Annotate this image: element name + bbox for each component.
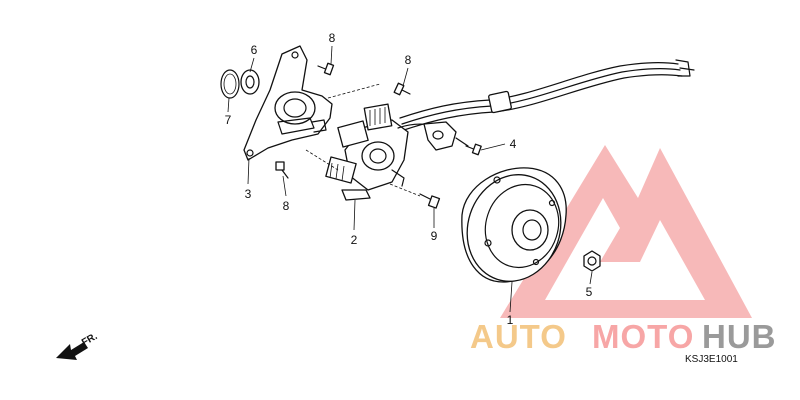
- part-label-1: 1: [507, 313, 514, 327]
- bolt-9: [419, 193, 441, 209]
- watermark-logo-mark: [500, 145, 752, 318]
- bolt-8-left: [275, 161, 289, 179]
- bolt-8-top-right: [393, 82, 411, 96]
- o-ring: [220, 69, 240, 99]
- alignment-lines: [305, 83, 421, 197]
- part-label-2: 2: [351, 233, 358, 247]
- part-label-3: 3: [245, 187, 252, 201]
- part-label-9: 9: [431, 229, 438, 243]
- bolt-8-top-center: [317, 62, 335, 76]
- front-direction-indicator: FR.: [56, 331, 100, 360]
- front-arrow-icon: [56, 342, 88, 360]
- part-label-8-left: 8: [283, 199, 290, 213]
- part-label-6: 6: [251, 43, 258, 57]
- flange-nut: [583, 250, 601, 272]
- bolt-4: [465, 143, 482, 156]
- watermark-logo: AUTO MOTO HUB: [470, 145, 777, 355]
- part-label-8-top-right: 8: [405, 53, 412, 67]
- watermark-text-auto: AUTO: [470, 318, 567, 355]
- leader-lines: [227, 45, 593, 313]
- stator-assembly: [325, 103, 449, 201]
- oil-seal: [240, 69, 260, 95]
- part-label-5: 5: [586, 285, 593, 299]
- pulse-generator: [423, 121, 469, 151]
- part-labels: 6 7 8 8 3 8 2 9 4 1 5: [225, 31, 593, 327]
- stator-base-plate: [243, 45, 333, 161]
- diagram-code: KSJ3E1001: [685, 354, 738, 365]
- wire-harness: [399, 59, 695, 131]
- part-label-8-top-center: 8: [329, 31, 336, 45]
- watermark-text-hub: HUB: [702, 318, 777, 355]
- front-direction-label: FR.: [80, 331, 100, 349]
- flywheel-rotor: [461, 167, 567, 283]
- part-label-7: 7: [225, 113, 232, 127]
- watermark-text-moto: MOTO: [592, 318, 694, 355]
- part-label-4: 4: [510, 137, 517, 151]
